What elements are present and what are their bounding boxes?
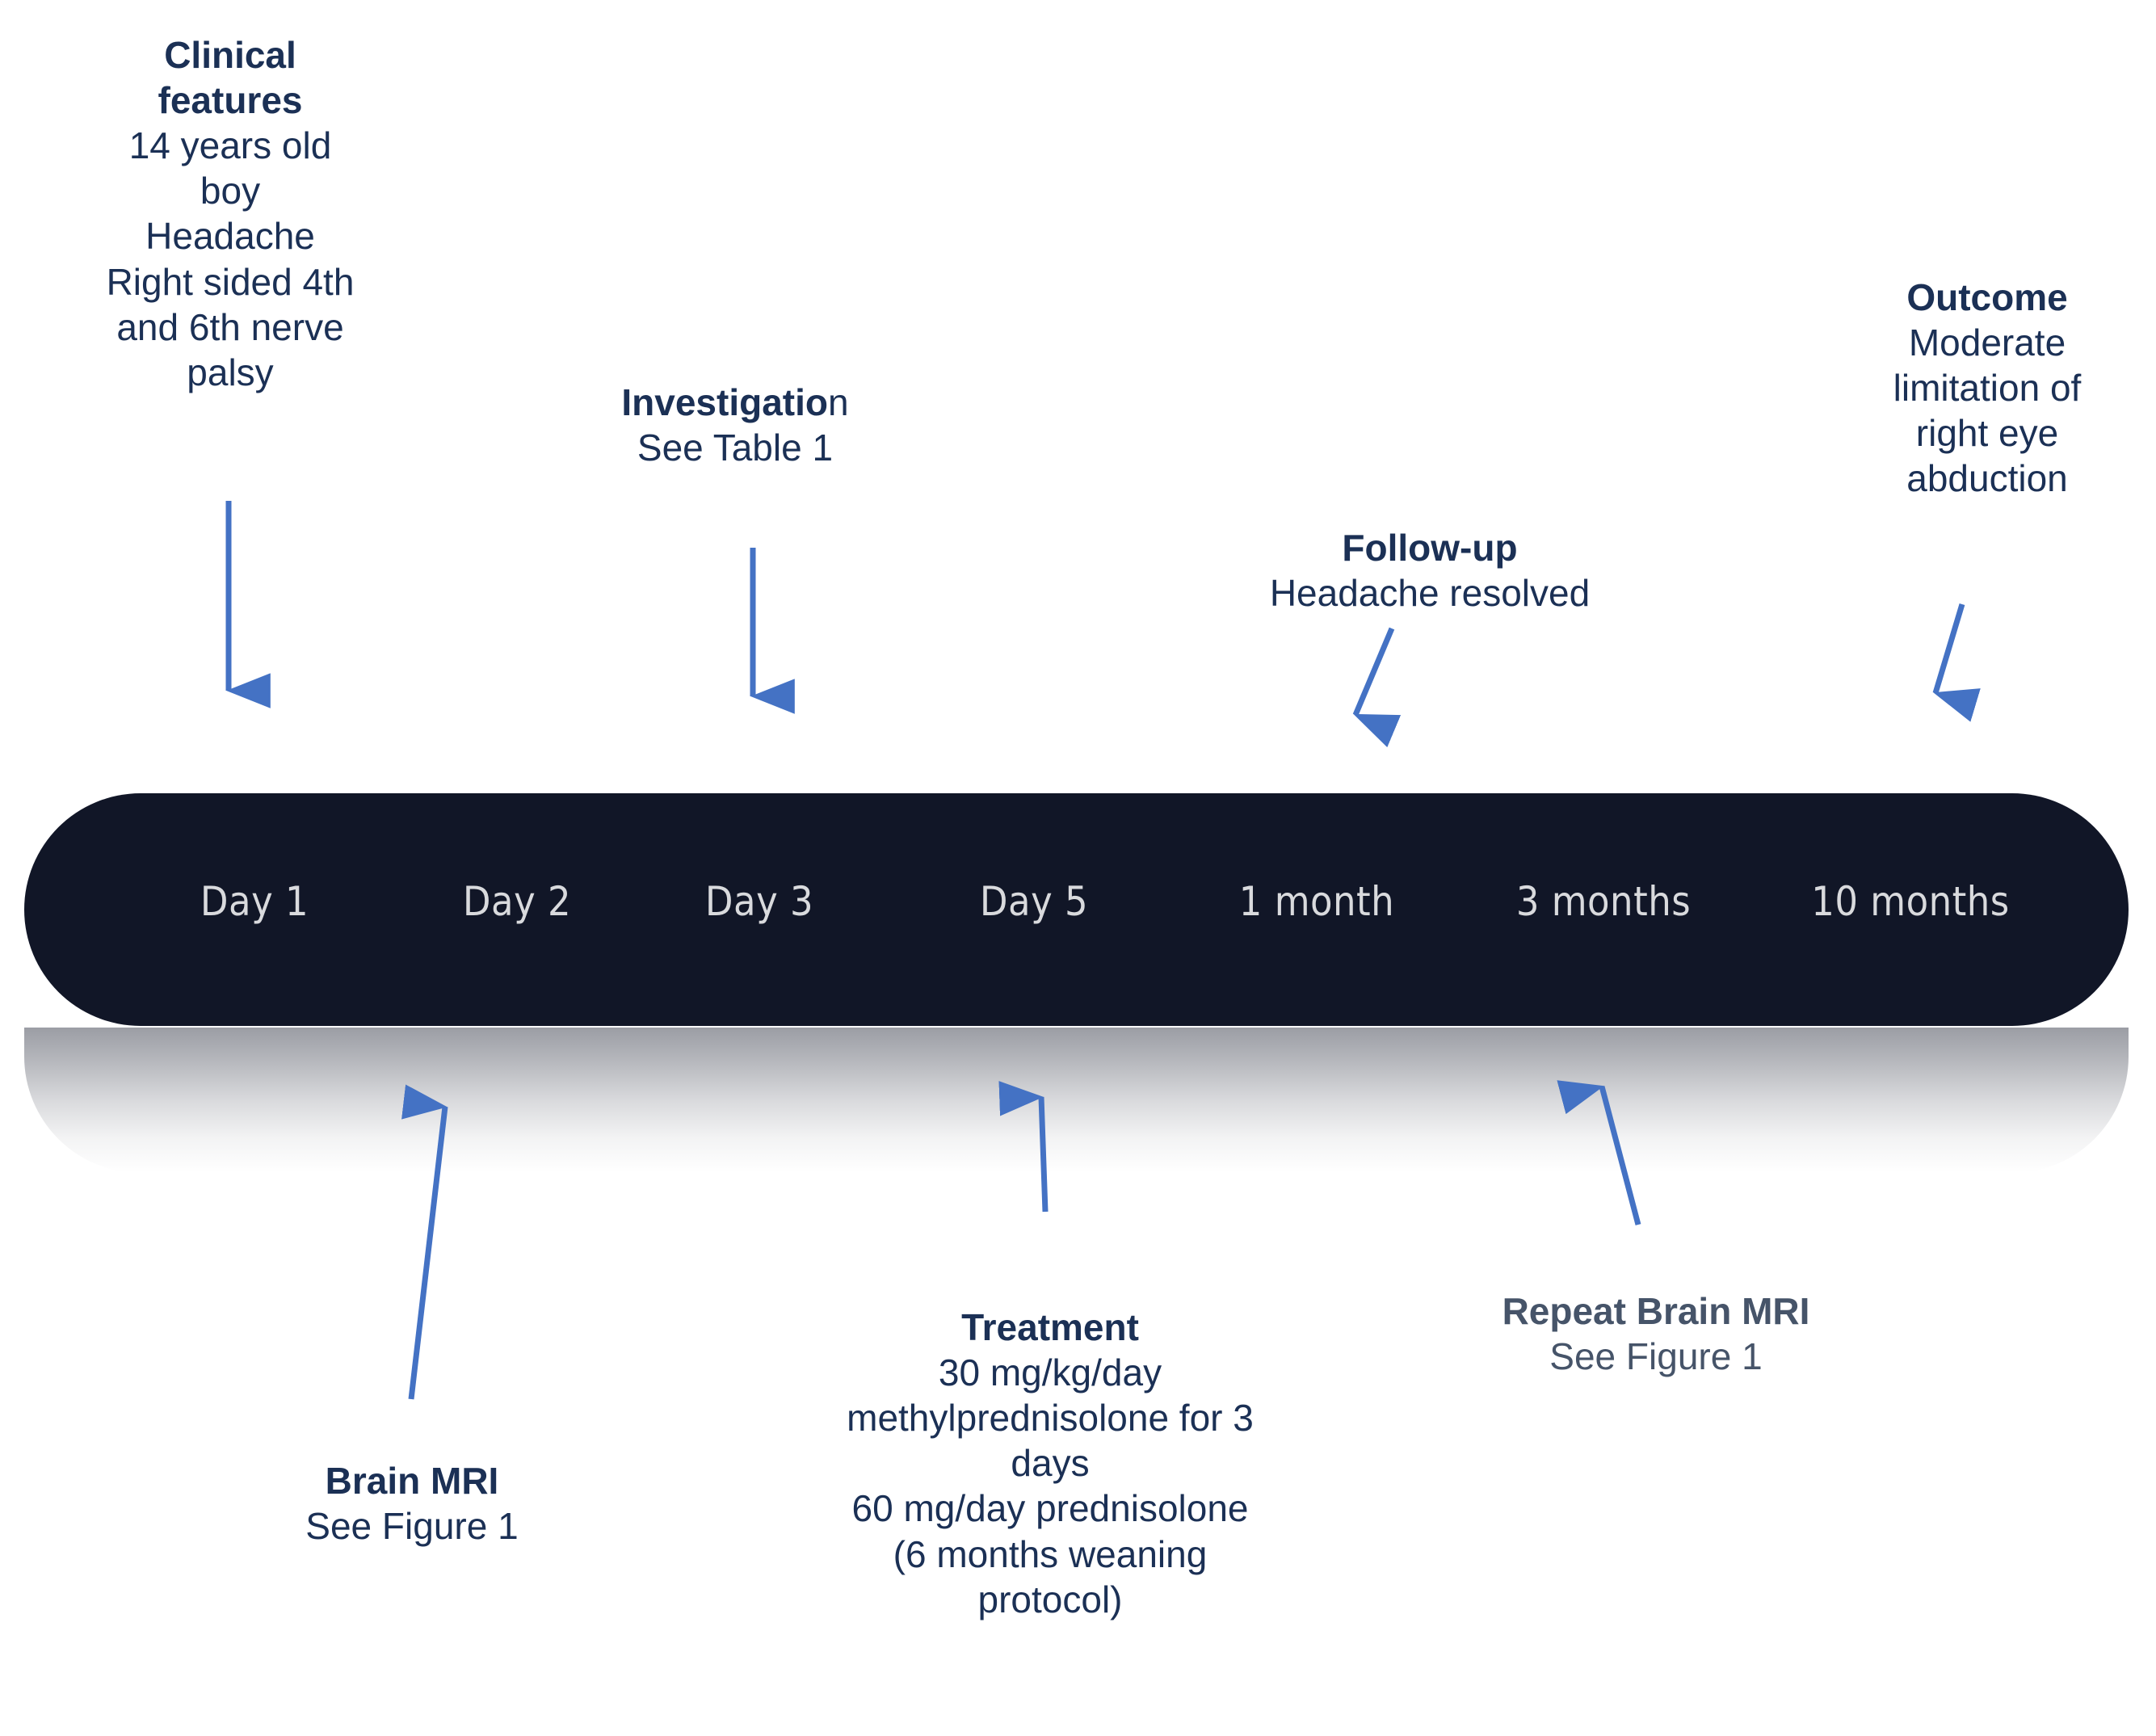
annotation-title: Follow-up [1342,527,1518,569]
annotation-title-bold: Investigatio [621,381,828,423]
annotation-body-line: palsy [187,351,274,393]
annotation-repeat-brain-mri: Repeat Brain MRI See Figure 1 [1438,1288,1874,1379]
annotation-title: Clinical [164,34,296,76]
annotation-body-line: abduction [1906,457,2068,500]
annotation-body-line: limitation of [1893,367,2082,410]
timeline-point-1-month[interactable]: 1 month [1238,878,1395,925]
annotation-body-line: 60 mg/day prednisolone [851,1487,1249,1530]
timeline-point-10-months[interactable]: 10 months [1811,878,2010,925]
annotation-body-line: days [1011,1442,1090,1485]
annotation-body-line: and 6th nerve [116,305,344,348]
annotation-body-line: boy [200,170,261,212]
annotation-body-line: right eye [1915,412,2059,455]
annotation-follow-up: Follow-up Headache resolved [1204,525,1656,616]
timeline-point-day-5[interactable]: Day 5 [979,878,1089,925]
annotation-body-line: 14 years old [128,124,332,167]
annotation-body-line: See Figure 1 [305,1505,519,1548]
annotation-outcome: Outcome Moderate limitation of right eye… [1850,275,2124,502]
annotation-body-line: Headache resolved [1269,572,1591,615]
annotation-body-line: Right sided 4th [106,260,355,303]
annotation-title: Outcome [1906,276,2068,318]
annotation-title: Investigation [549,380,921,425]
arrow-follow-up-to-1-month [1352,627,1402,748]
annotation-clinical-features: Clinical features 14 years old boy Heada… [48,32,412,395]
annotation-title: Treatment [961,1306,1139,1348]
annotation-body-line: (6 months weaning [893,1532,1208,1575]
annotation-body-line: See Figure 1 [1549,1335,1763,1378]
timeline-bar [24,793,2129,1026]
annotation-title: Repeat Brain MRI [1502,1290,1810,1332]
annotation-body-line: See Table 1 [637,427,834,469]
timeline-point-day-3[interactable]: Day 3 [704,878,814,925]
annotation-title: Brain MRI [325,1460,499,1502]
timeline-point-3-months[interactable]: 3 months [1515,878,1692,925]
annotation-body-line: protocol) [977,1578,1123,1620]
annotation-body-line: Moderate [1908,322,2066,364]
annotation-title-line2: features [158,79,303,122]
timeline-point-day-2[interactable]: Day 2 [462,878,572,925]
annotation-body-line: Headache [145,215,315,258]
timeline-label-row: Day 1 Day 2 Day 3 Day 5 1 month 3 months… [24,793,2129,1026]
arrow-outcome-to-10-months [1932,603,1981,722]
annotation-brain-mri: Brain MRI See Figure 1 [210,1458,614,1549]
timeline-point-day-1[interactable]: Day 1 [200,878,309,925]
annotation-title-thin: n [828,381,849,423]
timeline-reflection [24,1028,2129,1173]
annotation-treatment: Treatment 30 mg/kg/day methylprednisolon… [767,1305,1333,1622]
annotation-body-line: methylprednisolone for 3 [847,1397,1254,1440]
annotation-investigation: Investigation See Table 1 [549,380,921,470]
annotation-body-line: 30 mg/kg/day [938,1351,1162,1394]
